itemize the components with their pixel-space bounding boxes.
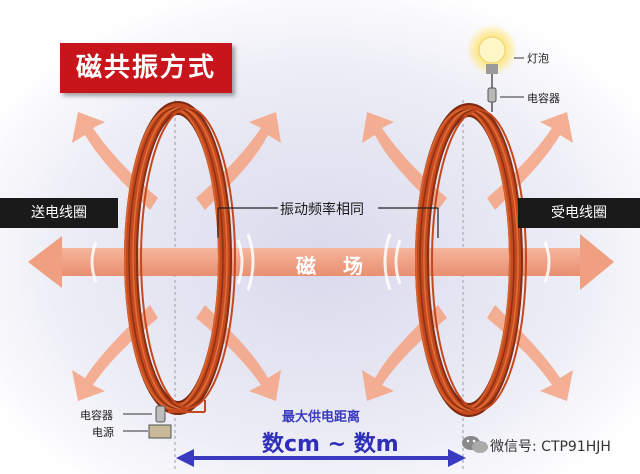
capacitor-top-icon <box>487 87 497 103</box>
bulb-icon <box>478 36 506 64</box>
tx-coil-tag: 送电线圈 <box>0 198 118 228</box>
same-frequency-label: 振动频率相同 <box>280 202 364 218</box>
capacitor-bottom-icon <box>155 405 166 423</box>
field-arrowhead-left-full <box>28 236 62 288</box>
tx-coil-label: 送电线圈 <box>31 205 87 221</box>
frequency-bracket <box>217 207 439 238</box>
title-banner: 磁共振方式 <box>60 43 232 93</box>
bulb-base <box>486 64 498 74</box>
max-distance-value: 数cm ~ 数m <box>262 432 399 457</box>
bulb-label: 灯泡 <box>527 52 549 65</box>
capacitor-bottom-label: 电容器 <box>80 409 113 422</box>
rx-coil-tag: 受电线圈 <box>518 198 640 228</box>
power-source-icon <box>148 424 172 439</box>
watermark-text: 微信号: CTP91HJH <box>490 439 611 455</box>
magnetic-field-arrow <box>55 248 585 276</box>
magnetic-field-label: 磁 场 <box>296 254 373 278</box>
field-arrowhead-right <box>580 234 614 290</box>
rx-coil-label: 受电线圈 <box>551 205 607 221</box>
max-distance-title: 最大供电距离 <box>282 410 361 425</box>
transmitter-coil <box>124 101 236 415</box>
power-source-label: 电源 <box>92 426 114 439</box>
capacitor-top-label: 电容器 <box>527 92 560 105</box>
diagram-title: 磁共振方式 <box>75 53 216 83</box>
distance-arrow <box>176 449 466 467</box>
wave-marks <box>90 233 551 291</box>
receiver-coil <box>415 103 527 417</box>
wechat-icon <box>462 436 488 453</box>
